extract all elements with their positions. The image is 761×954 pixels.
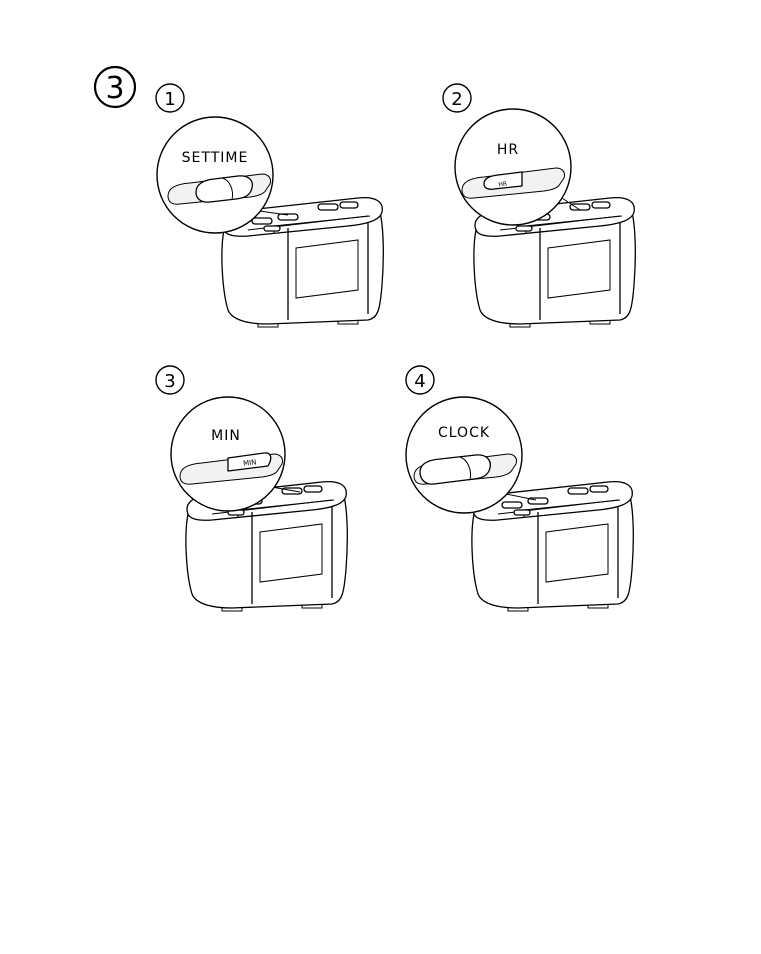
panel-2-index-badge: 2	[443, 84, 471, 112]
zoom-callout: SETTIME	[157, 117, 273, 233]
button-label: SETTIME	[182, 150, 249, 166]
panel-4-index-badge: 4	[406, 366, 434, 394]
panel-3: 3 MIN MIN	[156, 366, 347, 611]
zoom-callout: MIN MIN	[171, 397, 285, 511]
button-key-text: HR	[498, 181, 507, 189]
zoom-callout: HR HR	[455, 109, 571, 225]
button-label: MIN	[211, 428, 241, 444]
panel-2: 2 HR HR	[443, 84, 635, 327]
svg-text:1: 1	[164, 89, 175, 110]
svg-text:3: 3	[164, 371, 175, 392]
panel-3-index-badge: 3	[156, 366, 184, 394]
svg-text:4: 4	[414, 371, 425, 392]
panel-4: 4 CLOCK	[406, 366, 633, 611]
button-key-text: MIN	[243, 458, 257, 467]
panel-1: 1 SETTIME	[156, 84, 383, 327]
panel-1-index-badge: 1	[156, 84, 184, 112]
svg-text:2: 2	[451, 89, 462, 110]
zoom-callout: CLOCK	[406, 397, 522, 513]
button-label: CLOCK	[438, 425, 490, 441]
step-number-badge: 3	[95, 67, 135, 107]
button-label: HR	[497, 142, 519, 158]
step-number: 3	[105, 71, 124, 106]
